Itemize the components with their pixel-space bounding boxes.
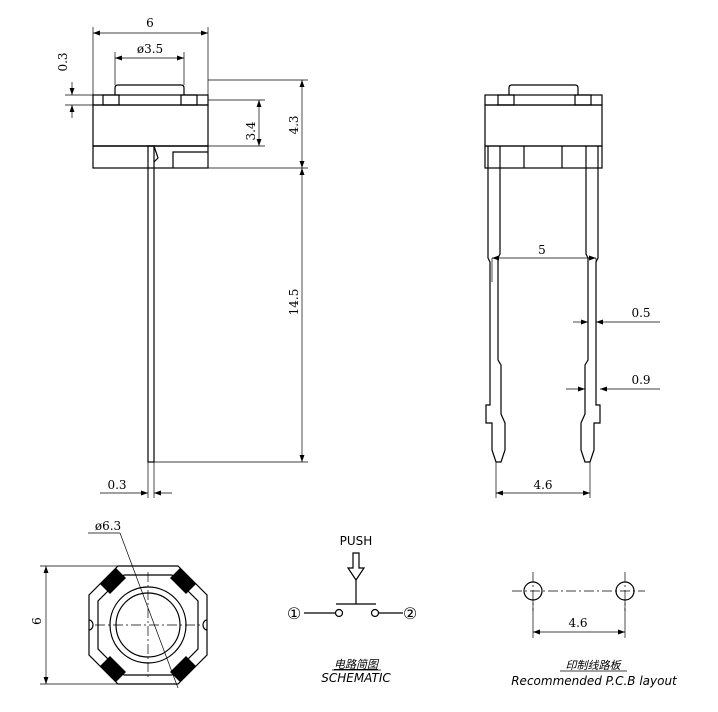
dim-top-diameter: ø6.3 (95, 519, 121, 533)
push-arrow-icon (346, 552, 366, 582)
pcb-caption-en: Recommended P.C.B layout (511, 674, 678, 688)
side-base (92, 145, 209, 169)
front-base (484, 145, 603, 169)
front-body (484, 104, 603, 147)
schematic-terminal-2: ② (403, 604, 417, 623)
side-body (92, 104, 209, 147)
dim-top-width: 6 (30, 617, 44, 625)
dim-side-lead-length: 14.5 (287, 289, 301, 316)
dim-side-lead-thickness: 0.3 (107, 478, 126, 492)
schematic-push-label: PUSH (340, 534, 373, 548)
schematic: PUSH ① ② 电路简图 SCHEMATIC (287, 534, 417, 685)
dim-front-pin-spacing-lower: 4.6 (533, 478, 552, 492)
dim-side-plunger-dia: ø3.5 (137, 42, 163, 56)
dim-side-body-height: 3.4 (244, 121, 258, 140)
schematic-caption-en: SCHEMATIC (321, 671, 391, 685)
dim-front-lead-width-upper: 0.5 (631, 306, 650, 320)
front-right-lead (580, 146, 601, 463)
front-plunger (508, 84, 579, 95)
dim-side-width: 6 (146, 16, 154, 30)
dim-front-pin-spacing-upper: 5 (538, 243, 546, 257)
side-right-clip (180, 94, 198, 106)
dim-front-lead-width-lower: 0.9 (631, 373, 650, 387)
side-left-clip (102, 94, 120, 106)
dim-pcb-hole-spacing: 4.6 (568, 616, 587, 630)
front-left-lead (485, 146, 506, 463)
side-plunger (114, 84, 185, 95)
side-cover-plate (92, 94, 209, 106)
dim-side-total-height: 4.3 (287, 115, 301, 134)
side-lead (147, 145, 155, 463)
top-corner-tabs (100, 568, 196, 682)
pcb-layout: 4.6 印制线路板 Recommended P.C.B layout (511, 572, 678, 688)
schematic-caption-cn: 电路简图 (334, 658, 380, 671)
front-view: 5 0.5 0.9 4.6 (484, 84, 660, 498)
schematic-terminal-1: ① (287, 604, 301, 623)
dim-side-top-gap: 0.3 (56, 52, 70, 71)
pcb-caption-cn: 印制线路板 (566, 659, 623, 672)
top-view: ø6.3 6 (30, 519, 208, 689)
side-view: 6 ø3.5 0.3 3.4 4.3 14.5 0.3 (56, 16, 308, 498)
